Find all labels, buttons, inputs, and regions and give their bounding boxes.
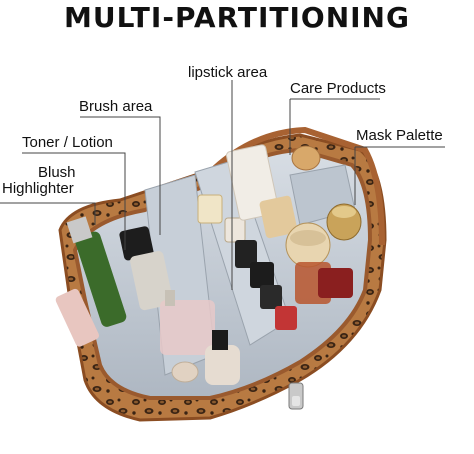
- mask-palette: [326, 203, 362, 241]
- label-blush: Blush: [38, 164, 76, 181]
- care-products: [225, 144, 353, 304]
- page-title: MULTI-PARTITIONING: [64, 1, 410, 34]
- callout-lines: [0, 80, 445, 290]
- label-mask-palette: Mask Palette: [356, 127, 443, 144]
- lipstick-products: [197, 194, 297, 330]
- label-toner-lotion: Toner / Lotion: [22, 134, 113, 151]
- label-brush-area: Brush area: [79, 98, 153, 115]
- zipper-pull: [288, 382, 304, 410]
- label-lipstick-area: lipstick area: [188, 64, 268, 81]
- left-products: [55, 216, 240, 385]
- label-highlighter: Highlighter: [2, 180, 74, 197]
- label-care-products: Care Products: [290, 80, 386, 97]
